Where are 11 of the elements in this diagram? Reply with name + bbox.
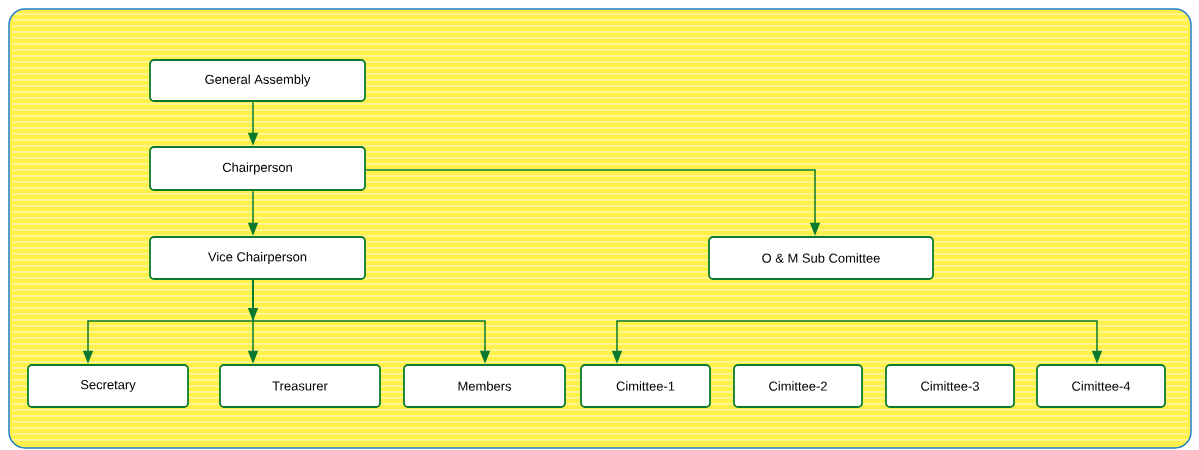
org-box: O & M Sub Comittee	[708, 236, 934, 280]
org-box: Treasurer	[219, 364, 381, 408]
org-box: Members	[403, 364, 566, 408]
org-box: Cimittee-2	[733, 364, 863, 408]
org-box: General Assembly	[149, 59, 366, 102]
org-box: Secretary	[27, 364, 189, 408]
org-box: Vice Chairperson	[149, 236, 366, 280]
org-box: Chairperson	[149, 146, 366, 191]
org-box: Cimittee-1	[580, 364, 711, 408]
org-box: Cimittee-4	[1036, 364, 1166, 408]
org-box: Cimittee-3	[885, 364, 1015, 408]
